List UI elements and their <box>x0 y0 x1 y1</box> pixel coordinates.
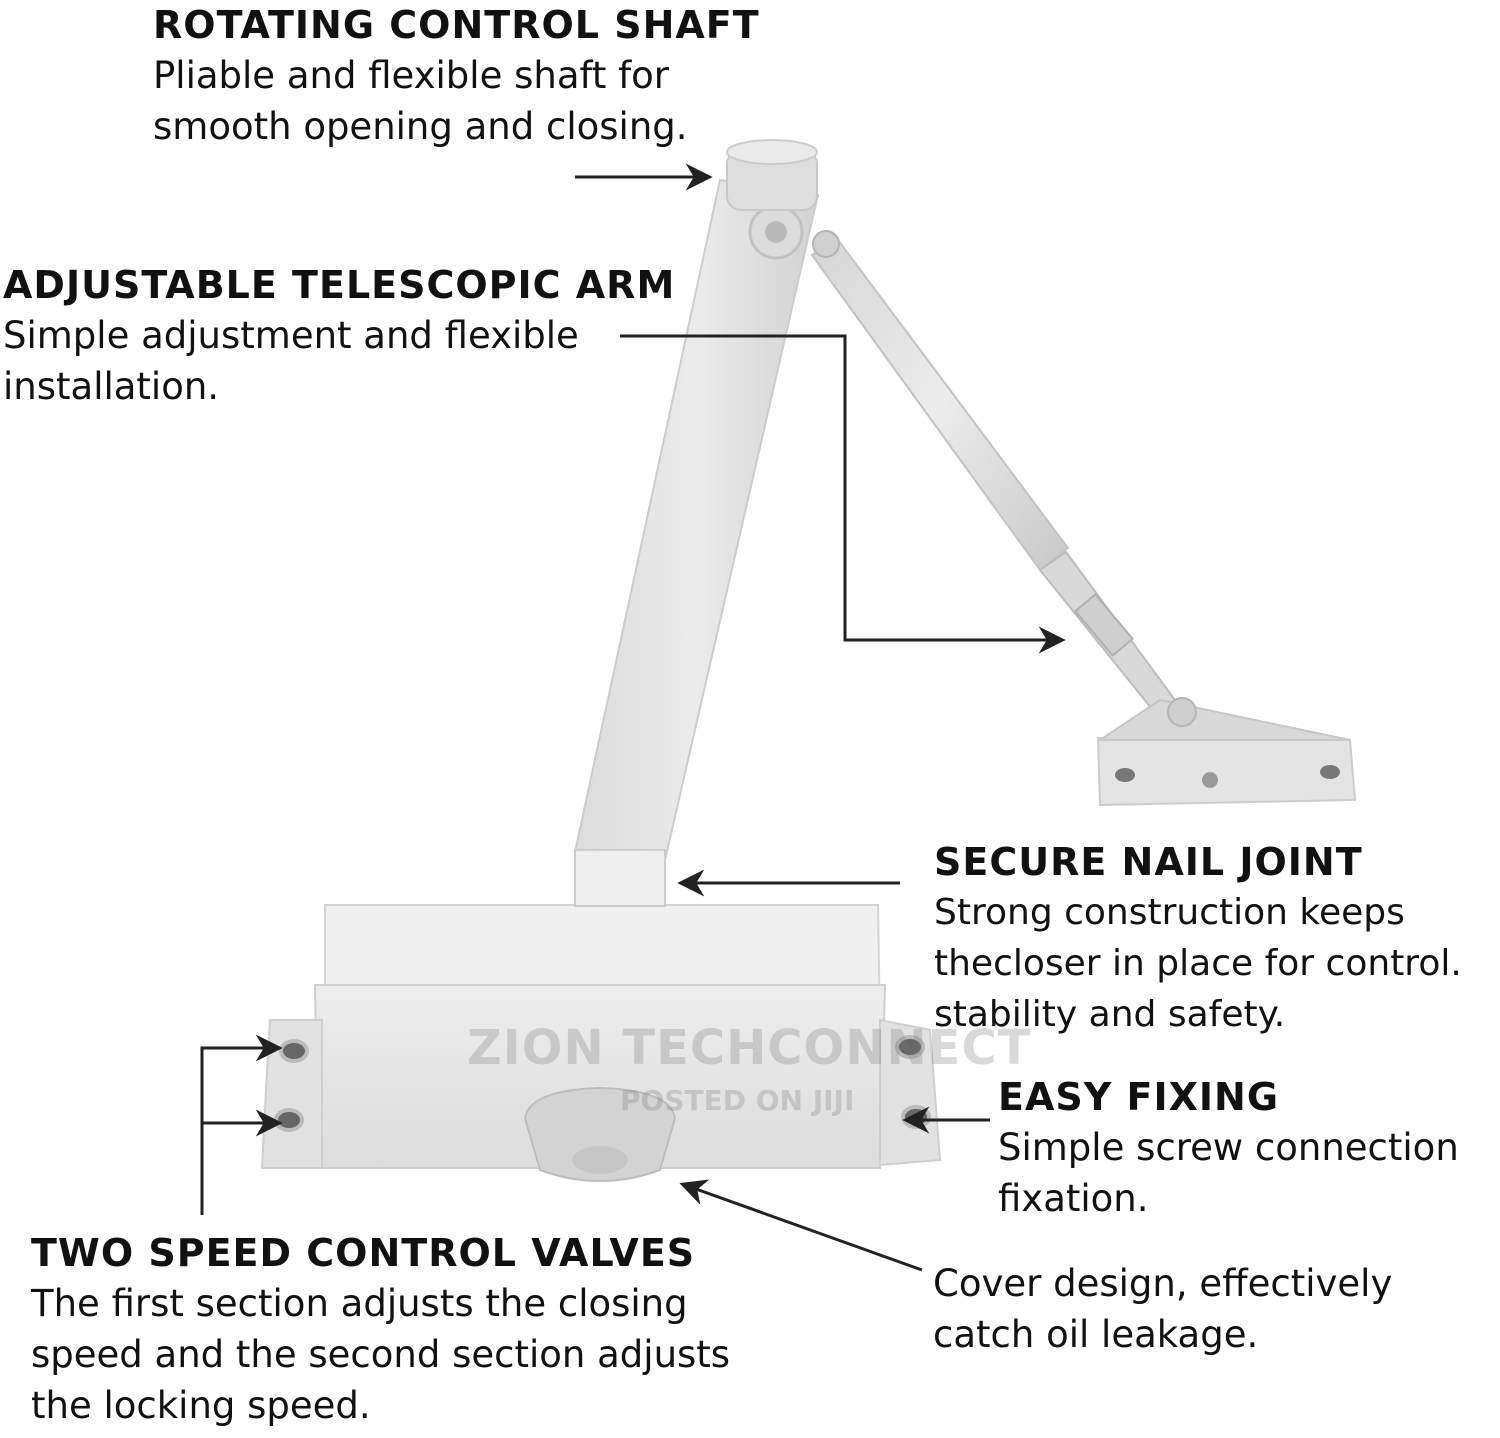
arrow-valve-top <box>200 1034 283 1215</box>
telescopic-arm <box>810 230 1177 716</box>
callout-title: ROTATING CONTROL SHAFT <box>153 3 760 47</box>
desc-line: Simple screw connection <box>998 1126 1459 1169</box>
callout-title: TWO SPEED CONTROL VALVES <box>31 1231 696 1275</box>
desc-line: Pliable and flexible shaft for <box>153 54 670 97</box>
watermark-brand: ZION TECHCONNECT <box>467 1020 1032 1076</box>
desc-line: thecloser in place for control. <box>934 943 1462 984</box>
desc-line: The first section adjusts the closing <box>31 1282 688 1325</box>
valve-cap <box>523 1086 677 1182</box>
callout-desc: Cover design, effectively catch oil leak… <box>933 1258 1392 1360</box>
watermark-posted: POSTED ON JIJI <box>620 1084 855 1117</box>
desc-line: fixation. <box>998 1177 1149 1220</box>
callout-desc: Simple adjustment and flexible installat… <box>3 310 675 412</box>
screw-hole-right-bottom <box>901 1105 931 1129</box>
callout-desc: Simple screw connection fixation. <box>998 1122 1459 1224</box>
callout-easy-fixing: EASY FIXING Simple screw connection fixa… <box>998 1072 1459 1224</box>
callout-title: EASY FIXING <box>998 1075 1280 1119</box>
arrow-cover-design <box>679 1179 923 1272</box>
desc-line: stability and safety. <box>934 994 1286 1035</box>
callout-title: ADJUSTABLE TELESCOPIC ARM <box>3 263 676 307</box>
desc-line: catch oil leakage. <box>933 1313 1259 1356</box>
callout-cover-design: Cover design, effectively catch oil leak… <box>933 1258 1392 1360</box>
screw-hole-left-top <box>279 1039 309 1063</box>
callout-telescopic-arm: ADJUSTABLE TELESCOPIC ARM Simple adjustm… <box>3 260 675 412</box>
desc-line: Simple adjustment and flexible <box>3 314 579 357</box>
callout-desc: The first section adjusts the closing sp… <box>31 1278 730 1431</box>
leader-lines <box>200 163 1066 1272</box>
desc-line: speed and the second section adjusts <box>31 1333 731 1376</box>
screw-hole-left-bottom <box>274 1108 304 1132</box>
arrow-telescopic-arm <box>620 334 1066 654</box>
desc-line: Cover design, effectively <box>933 1262 1393 1305</box>
desc-line: installation. <box>3 365 220 408</box>
main-arm <box>573 178 820 907</box>
callout-nail-joint: SECURE NAIL JOINT Strong construction ke… <box>934 837 1462 1040</box>
callout-desc: Pliable and flexible shaft for smooth op… <box>153 50 760 152</box>
callout-title: SECURE NAIL JOINT <box>934 840 1363 884</box>
desc-line: Strong construction keeps <box>934 892 1405 933</box>
desc-line: the locking speed. <box>31 1384 371 1427</box>
mounting-bracket <box>1096 697 1357 807</box>
closer-body <box>260 904 942 1182</box>
callout-rotating-shaft: ROTATING CONTROL SHAFT Pliable and flexi… <box>153 0 760 152</box>
desc-line: smooth opening and closing. <box>153 105 688 148</box>
screw-hole-right-top <box>895 1035 925 1059</box>
rotating-shaft <box>726 139 818 211</box>
callout-speed-valves: TWO SPEED CONTROL VALVES The first secti… <box>31 1228 730 1431</box>
callout-desc: Strong construction keeps thecloser in p… <box>934 887 1462 1040</box>
